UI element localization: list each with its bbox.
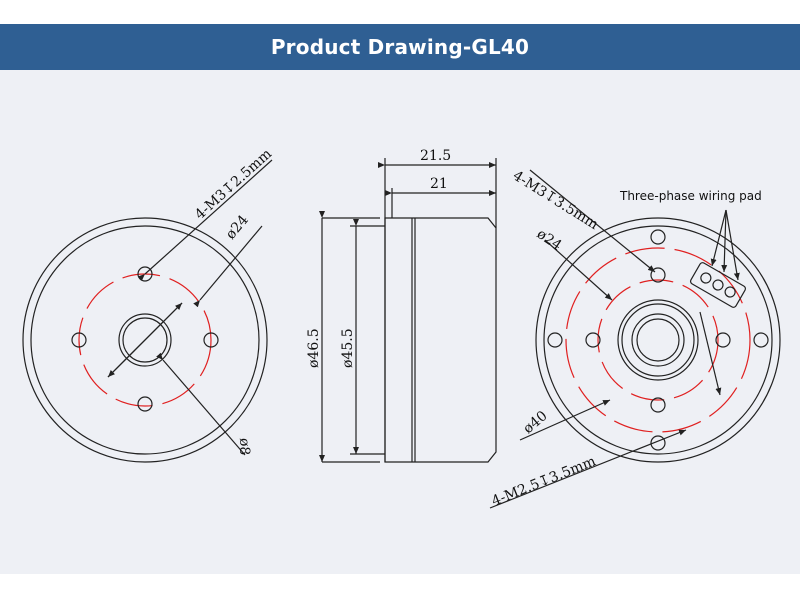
front-hole-label: 4-M3↧2.5mm bbox=[192, 146, 275, 223]
front-outer-circle bbox=[22, 217, 268, 463]
rear-outer-circle bbox=[535, 217, 781, 463]
rear-inner-hole-left bbox=[585, 332, 601, 348]
front-view bbox=[22, 159, 273, 463]
front-hole-right bbox=[203, 332, 219, 348]
wiring-pad-note: Three-phase wiring pad bbox=[619, 189, 762, 203]
rear-rim-circle bbox=[543, 225, 773, 455]
wiring-pad bbox=[689, 262, 747, 308]
front-hole-bottom bbox=[137, 396, 153, 412]
rear-hole-label: 4-M3↧3.5mm bbox=[510, 168, 601, 233]
side-body-length-label: 21 bbox=[430, 176, 448, 192]
rear-inner-hole-right bbox=[715, 332, 731, 348]
front-pcd-label: ø24 bbox=[223, 212, 252, 242]
side-body bbox=[384, 217, 497, 463]
rear-outer-hole-bottom bbox=[650, 435, 666, 451]
rear-pcd-outer-label: ø40 bbox=[520, 408, 550, 437]
page-title: Product Drawing-GL40 bbox=[270, 35, 530, 59]
front-bore-inner bbox=[122, 317, 168, 363]
front-bore-label: ø8 bbox=[236, 438, 252, 455]
front-bore-outer bbox=[118, 313, 172, 367]
front-rim-circle bbox=[30, 225, 260, 455]
rear-view bbox=[489, 169, 781, 509]
front-hole-left bbox=[71, 332, 87, 348]
rear-hole-label-outer: 4-M2.5↧3.5mm bbox=[490, 453, 599, 509]
product-drawing: 4-M3↧2.5mm ø24 ø8 21.5 21 ø46.5 ø4 bbox=[22, 146, 781, 510]
side-body-dia-label: ø45.5 bbox=[340, 328, 356, 368]
rear-outer-hole-right bbox=[753, 332, 769, 348]
rear-inner-hole-top bbox=[650, 267, 666, 283]
drawing-area: 4-M3↧2.5mm ø24 ø8 21.5 21 ø46.5 ø4 bbox=[0, 70, 800, 574]
rear-bore-outer bbox=[631, 313, 685, 367]
rear-hub-inner bbox=[621, 303, 695, 377]
rear-inner-hole-bottom bbox=[650, 397, 666, 413]
header-bar: Product Drawing-GL40 bbox=[0, 24, 800, 70]
rear-outer-hole-top bbox=[650, 229, 666, 245]
side-outer-dia-label: ø46.5 bbox=[306, 328, 322, 368]
rear-hub-outer bbox=[617, 299, 699, 381]
rear-pcd-outer-dashed bbox=[565, 247, 751, 433]
rear-pcd-inner-dashed bbox=[597, 279, 719, 401]
side-view bbox=[319, 158, 497, 463]
rear-bore-inner bbox=[636, 318, 680, 362]
rear-outer-hole-left bbox=[547, 332, 563, 348]
rear-pcd-inner-label: ø24 bbox=[534, 226, 565, 254]
side-total-length-label: 21.5 bbox=[420, 148, 451, 164]
